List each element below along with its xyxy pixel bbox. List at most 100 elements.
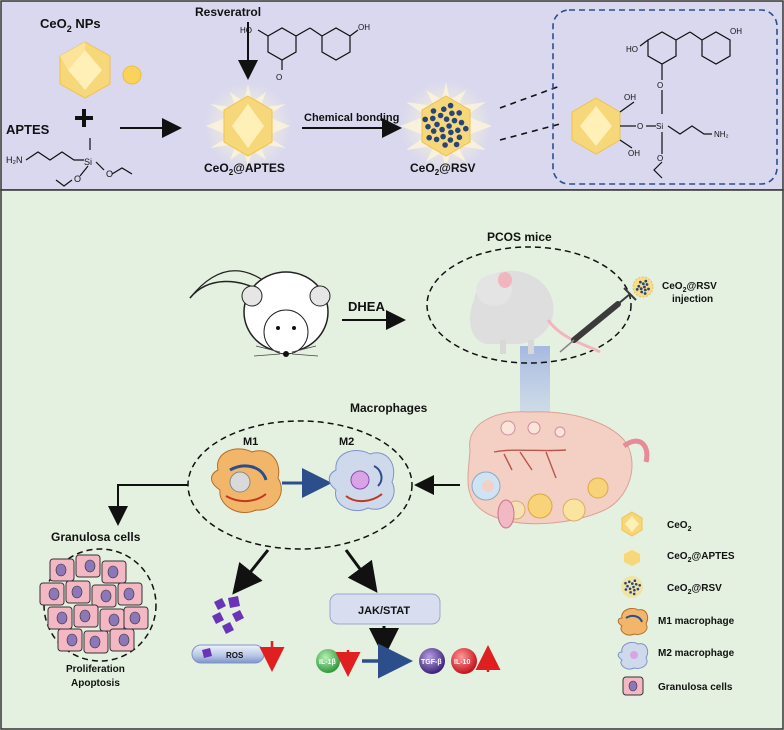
il1b-bubble [316, 649, 340, 673]
legend-ceo2-aptes-icon [619, 546, 645, 566]
granulosa-nucleus [56, 611, 68, 625]
injection-dot [637, 284, 641, 288]
rsv-dot [430, 108, 437, 114]
legend-label-4: M2 macrophage [658, 648, 735, 659]
rsv-dot [456, 110, 463, 116]
rsv-oh: OH [358, 23, 370, 32]
ros-capsule-icon [202, 648, 212, 658]
rsv-dot [422, 116, 429, 123]
granulosa-nucleus [123, 587, 135, 601]
legend-m2-icon [617, 641, 649, 670]
rsv-dot [453, 141, 460, 148]
il1b-label: IL-1β [319, 659, 336, 666]
ceo2-nps-label: CeO2 NPs [40, 16, 101, 34]
rsv-ho: HO [240, 26, 252, 35]
aptes-o2: O [74, 174, 81, 184]
legend-rsv-dot [629, 591, 632, 594]
syringe-icon [559, 287, 637, 353]
granulosa-nucleus [107, 565, 119, 579]
injection-dot [641, 282, 645, 286]
inset-nh2: NH₂ [714, 130, 729, 139]
rsv-dot [425, 123, 431, 130]
rsv-dot [447, 102, 454, 109]
il10-bubble [451, 648, 477, 674]
injection-label-line1: CeO2@RSV [662, 281, 717, 294]
jak-stat-label: JAK/STAT [358, 605, 410, 617]
injection-dot [639, 287, 643, 291]
ceo2-aptes-crystal-icon [204, 82, 292, 170]
macrophages-label: Macrophages [350, 401, 428, 415]
rsv-dot [449, 110, 455, 117]
injection-dot [645, 283, 649, 286]
legend-label-5: Granulosa cells [658, 682, 733, 693]
rsv-o: O [276, 73, 282, 82]
granulosa-nucleus [118, 633, 130, 647]
rsv-dot [439, 126, 445, 133]
injection-dot [643, 292, 647, 295]
injection-dot [639, 280, 642, 284]
rsv-dot [441, 106, 447, 112]
ceo2-aptes-label: CeO2@APTES [204, 161, 285, 177]
il10-label: IL-10 [454, 659, 470, 666]
rsv-dot [434, 121, 440, 128]
tgfb-label: TGF-β [421, 659, 442, 666]
granulosa-nucleus [55, 563, 67, 577]
aptes-molecule [25, 138, 133, 187]
legend-rsv-dot [633, 588, 636, 592]
legend-rsv-dot [628, 580, 631, 584]
legend-rsv-dot [632, 592, 636, 596]
mouse-icon [189, 270, 331, 357]
tgfb-bubble [419, 648, 445, 674]
rsv-dot [443, 116, 450, 122]
rsv-dot [463, 125, 469, 132]
ros-molecules-icon [212, 596, 244, 634]
legend-rsv-dot [632, 585, 635, 589]
inset-o-top: O [657, 81, 663, 90]
chemical-bonding-label: Chemical bonding [304, 112, 399, 124]
injection-particle-icon [632, 276, 654, 298]
injection-label-line2: injection [672, 294, 713, 305]
rsv-dot [447, 137, 454, 143]
inset-molecule [619, 31, 731, 179]
legend-rsv-dot [638, 584, 641, 587]
legend-rsv-dot [636, 587, 640, 591]
legend-label-3: M1 macrophage [658, 616, 735, 627]
legend-rsv-dot [631, 582, 634, 585]
legend-ceo2-rsv-icon [621, 576, 643, 598]
granulosa-nucleus [89, 635, 101, 649]
rsv-dot [456, 134, 463, 141]
arrow-to-ros [232, 549, 270, 595]
inset-ho: HO [626, 45, 638, 54]
inset-crystal-icon [571, 97, 621, 155]
aptes-label: APTES [6, 122, 50, 137]
aptes-o1: O [106, 169, 113, 179]
legend-rsv-dot [624, 588, 628, 591]
m1-macrophage-icon [211, 448, 282, 513]
ceo2-rsv-particle-icon [400, 80, 492, 172]
injection-dot [635, 288, 639, 291]
legend-ceo2-icon [621, 511, 643, 537]
resveratrol-label: Resveratrol [195, 5, 261, 19]
granulosa-nucleus [79, 609, 91, 623]
legend-rsv-dot [628, 587, 632, 591]
rsv-dots [422, 102, 469, 148]
inset-o-low: O [657, 154, 663, 163]
arrow-to-jakstat [344, 549, 378, 593]
aptes-si: Si [84, 157, 92, 167]
granulosa-nucleus [48, 587, 60, 601]
dhea-label: DHEA [348, 299, 385, 314]
legend-label-1: CeO2@APTES [667, 551, 735, 564]
rsv-dot [442, 142, 448, 148]
legend-m1-icon [617, 607, 649, 636]
pcos-mice-label: PCOS mice [487, 230, 552, 244]
m2-macrophage-icon [328, 450, 395, 512]
jak-stat-box [329, 593, 441, 625]
legend-rsv-dot [624, 581, 627, 585]
granulosa-nucleus [84, 559, 96, 573]
ceo2-small-particle [122, 65, 142, 85]
injection-dot [647, 287, 650, 291]
ros-label: ROS [226, 651, 244, 660]
zoom-inset-box [552, 9, 778, 185]
